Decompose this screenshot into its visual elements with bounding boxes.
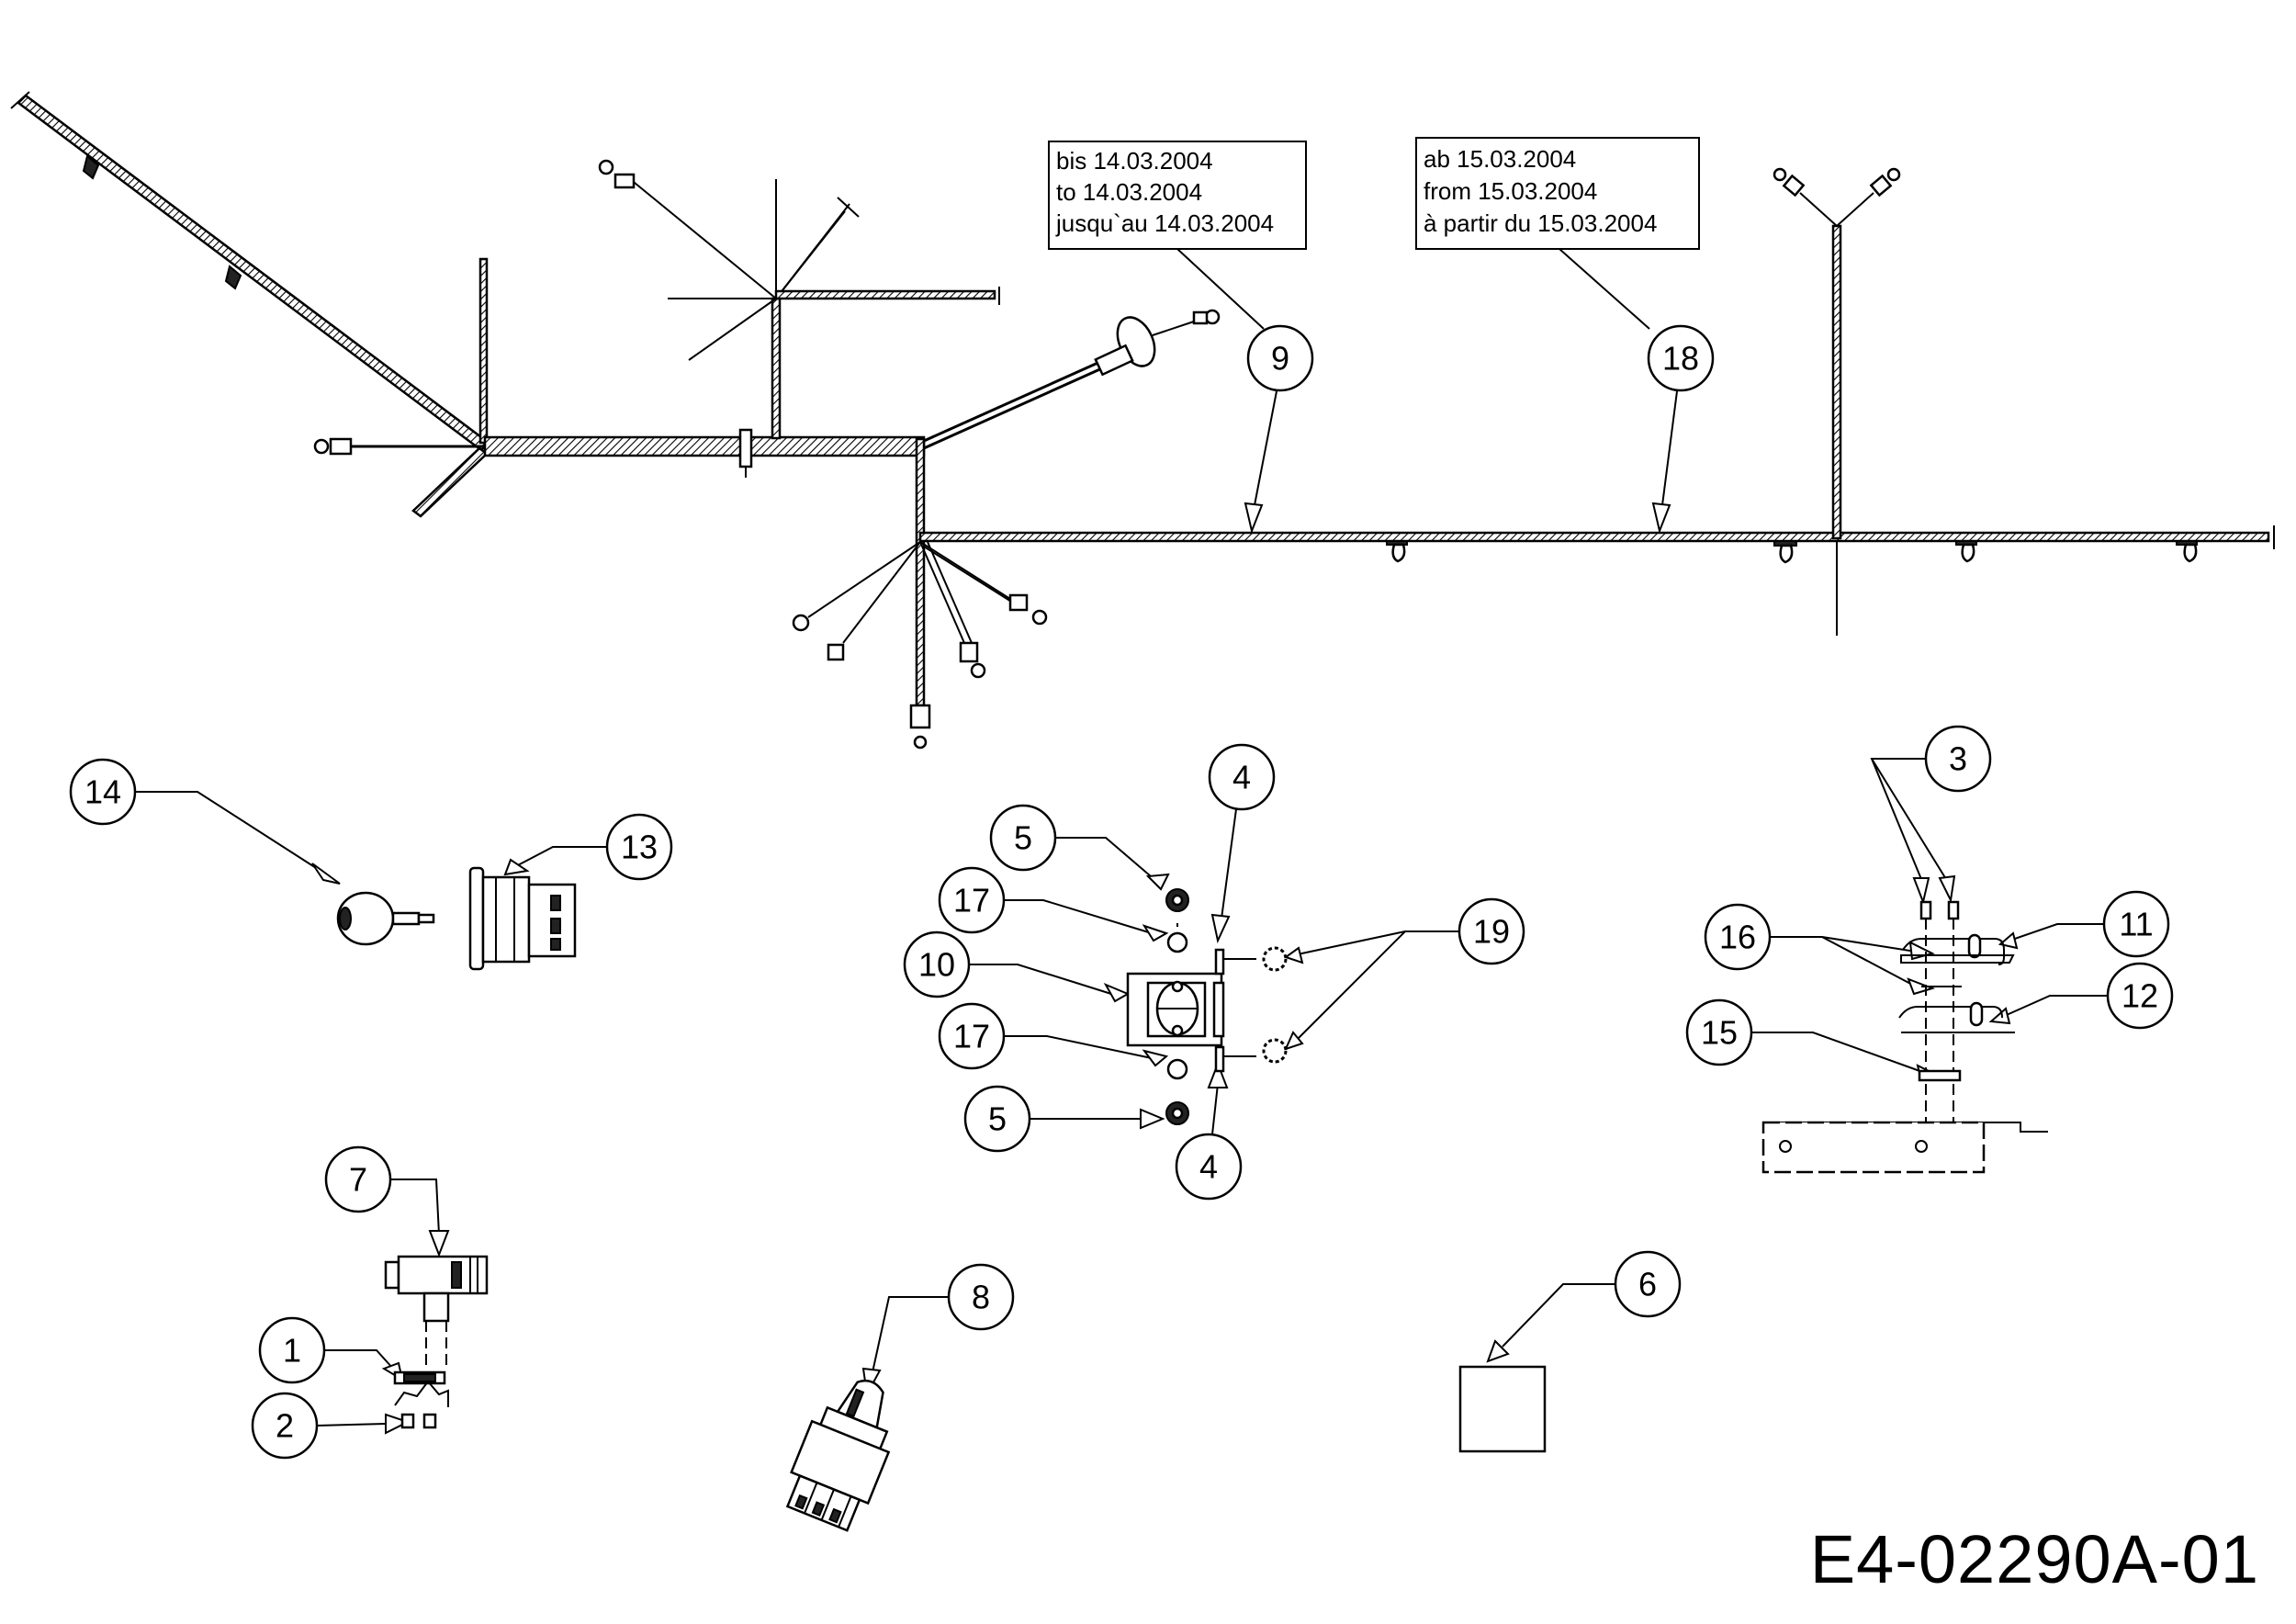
- harness-clip-icon: [82, 154, 242, 290]
- callout-2: 2: [251, 1392, 411, 1460]
- date-box-ab: ab 15.03.2004 from 15.03.2004 à partir d…: [1415, 137, 1700, 330]
- callout-15-label: 15: [1701, 1014, 1738, 1052]
- y-connector-icon: [1773, 167, 1901, 197]
- harness-upper-trunk: [483, 435, 926, 457]
- pto-switch-icon: [785, 1379, 891, 1532]
- callout-2-label: 2: [276, 1407, 294, 1445]
- star-washer-icon: [1262, 946, 1288, 1064]
- callout-11: 11: [1998, 890, 2170, 958]
- harness-vertical-stub: [478, 257, 489, 445]
- callout-4-top: 4: [1208, 743, 1276, 944]
- callout-14: 14: [69, 758, 341, 885]
- connector-top-icon: [598, 159, 636, 189]
- harness-wire-star: [624, 174, 1000, 361]
- date-box-ab-line1: ab 15.03.2004: [1424, 145, 1576, 173]
- callout-6: 6: [1486, 1250, 1682, 1363]
- harness-clip-icon: [738, 428, 753, 478]
- ignition-key-icon: [336, 891, 435, 946]
- harness-diagonal-branch: [17, 94, 490, 452]
- callout-3-label: 3: [1949, 740, 1967, 778]
- callout-19: 19: [1283, 897, 1525, 1051]
- callout-13: 13: [503, 813, 673, 881]
- callout-12-label: 12: [2122, 977, 2158, 1015]
- callout-13-label: 13: [621, 829, 658, 866]
- ignition-switch-icon: [468, 866, 577, 971]
- bracket-assembly-icon: [1761, 900, 2048, 1174]
- callout-4-bottom-label: 4: [1199, 1148, 1218, 1186]
- switch-assembly-icon: [1126, 888, 1288, 1125]
- callout-17-bottom-label: 17: [953, 1018, 990, 1055]
- callout-10: 10: [903, 930, 1131, 1003]
- callout-1: 1: [258, 1316, 404, 1384]
- connector-left-icon: [313, 437, 353, 456]
- document-id: E4-02290A-01: [1809, 1521, 2259, 1597]
- callout-9: 9: [1244, 324, 1314, 535]
- callout-8: 8: [861, 1263, 1015, 1398]
- callout-11-label: 11: [2119, 906, 2153, 943]
- callout-4-top-label: 4: [1232, 759, 1251, 796]
- callout-4-bottom: 4: [1175, 1061, 1243, 1201]
- callout-5-bottom: 5: [963, 1085, 1165, 1153]
- callout-6-label: 6: [1638, 1266, 1657, 1303]
- callout-5-bottom-label: 5: [988, 1100, 1007, 1138]
- callout-18: 18: [1647, 324, 1715, 535]
- date-box-bis: bis 14.03.2004 to 14.03.2004 jusqu`au 14…: [1048, 141, 1307, 330]
- harness-clip-icon: [1386, 540, 2198, 564]
- callout-14-label: 14: [84, 773, 121, 811]
- callout-16: 16: [1704, 903, 1936, 996]
- callout-19-label: 19: [1473, 913, 1510, 951]
- sensor-connector-icon: [1094, 309, 1221, 377]
- callout-3: 3: [1870, 725, 1992, 906]
- date-box-bis-line1: bis 14.03.2004: [1056, 147, 1213, 175]
- harness-upper-branch: [771, 297, 782, 440]
- callout-12: 12: [1988, 962, 2174, 1030]
- date-box-bis-line3: jusqu`au 14.03.2004: [1055, 209, 1274, 237]
- callout-5-top-label: 5: [1014, 819, 1032, 857]
- callout-18-label: 18: [1662, 340, 1699, 378]
- wiring-harness: [10, 91, 2275, 750]
- callout-7-label: 7: [349, 1161, 367, 1199]
- date-box-bis-line2: to 14.03.2004: [1056, 178, 1202, 206]
- callout-8-label: 8: [972, 1279, 990, 1316]
- callout-15: 15: [1685, 998, 1943, 1082]
- plunger-switch-icon: [384, 1255, 489, 1429]
- callout-16-label: 16: [1719, 919, 1756, 956]
- callout-5-top: 5: [989, 804, 1170, 891]
- callout-17-top: 17: [938, 866, 1169, 942]
- label-sticker-icon: [1458, 1365, 1547, 1453]
- harness-lower-fan: [792, 541, 1048, 750]
- harness-drop: [915, 437, 926, 707]
- harness-lower-trunk: [918, 531, 2270, 543]
- callout-1-label: 1: [283, 1332, 301, 1370]
- harness-y-branch: [1831, 224, 1842, 540]
- harness-lower-stub: [411, 446, 489, 518]
- callout-9-label: 9: [1271, 340, 1289, 378]
- callout-17-top-label: 17: [953, 882, 990, 919]
- callout-10-label: 10: [918, 946, 955, 984]
- date-box-ab-line3: à partir du 15.03.2004: [1424, 209, 1657, 237]
- callout-7: 7: [324, 1145, 450, 1257]
- callout-17-bottom: 17: [938, 1002, 1169, 1070]
- date-box-ab-line2: from 15.03.2004: [1424, 177, 1597, 205]
